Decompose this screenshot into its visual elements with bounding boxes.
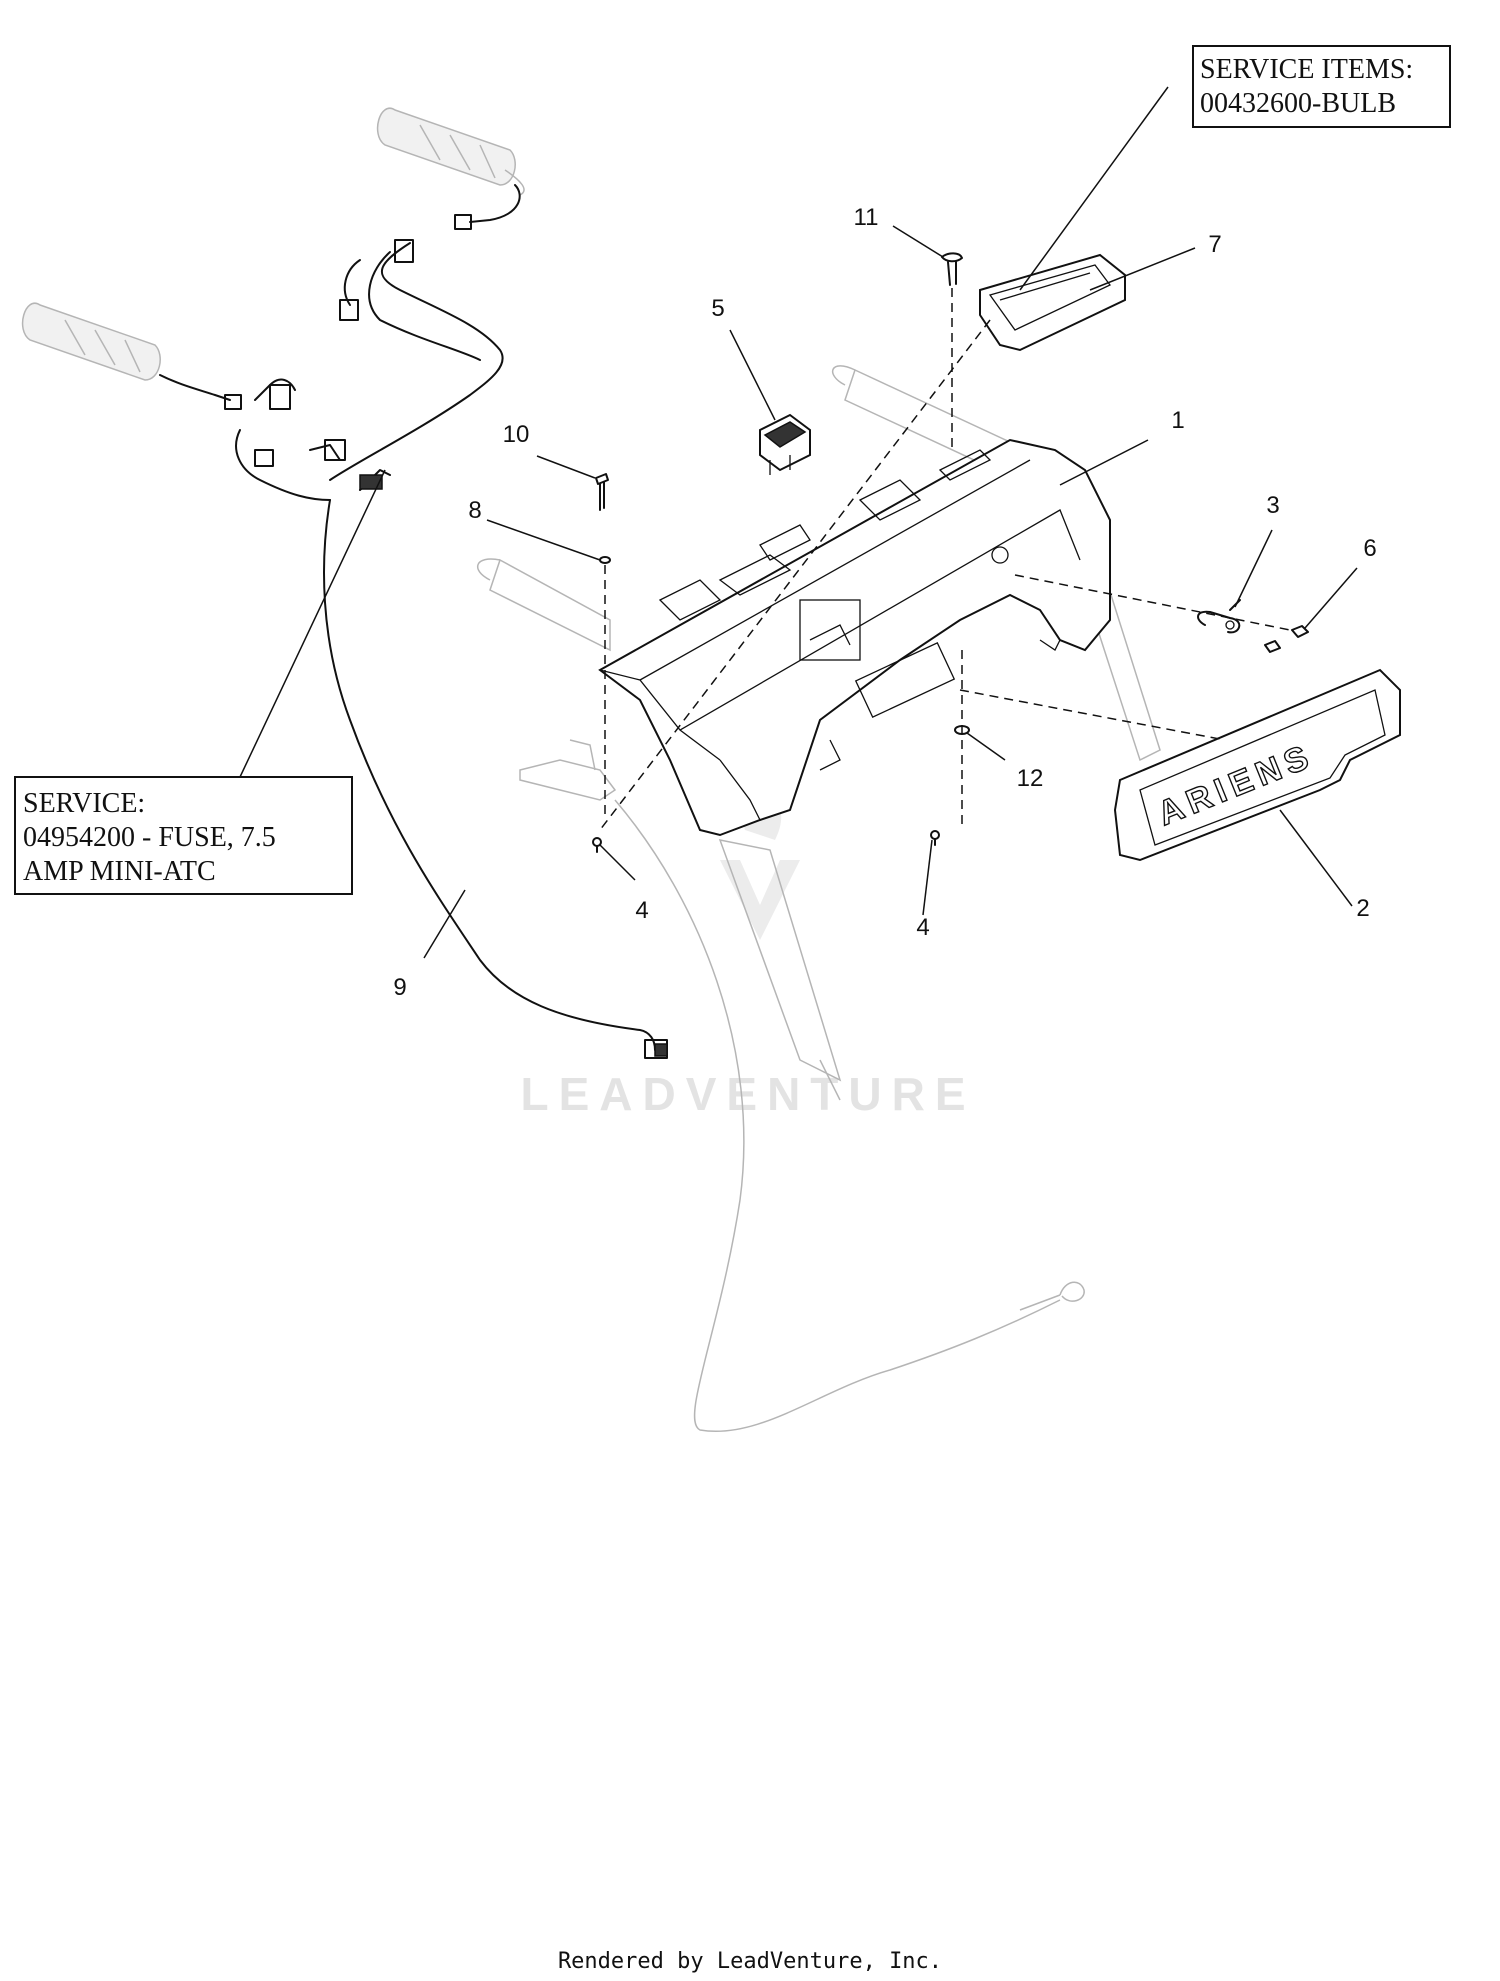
washer-part-8 <box>599 556 611 564</box>
screw-part-10 <box>595 473 609 511</box>
service-fuse-line1: SERVICE: <box>23 788 145 819</box>
callout-7: 7 <box>1208 231 1221 258</box>
control-cable-ghost <box>614 799 1061 1432</box>
leader-lines <box>239 86 1358 959</box>
nut-part-6 <box>1264 625 1309 653</box>
service-fuse-box: SERVICE: 04954200 - FUSE, 7.5 AMP MINI-A… <box>14 776 353 895</box>
screw-part-11 <box>941 252 963 286</box>
clip-part-3 <box>1197 599 1241 634</box>
service-items-line2: 00432600-BULB <box>1200 88 1396 119</box>
rocker-switch <box>759 413 811 475</box>
callout-1: 1 <box>1171 407 1184 434</box>
heated-grip-upper <box>376 107 525 196</box>
screw-part-4-left <box>592 837 602 853</box>
callout-4-left: 4 <box>635 897 648 924</box>
callout-2: 2 <box>1356 895 1369 922</box>
light-assembly <box>979 253 1126 352</box>
callout-12: 12 <box>1017 765 1044 792</box>
callout-11: 11 <box>854 204 879 231</box>
callout-8: 8 <box>468 497 481 524</box>
callout-6: 6 <box>1363 535 1376 562</box>
heated-grip-lower <box>21 302 161 381</box>
wiring-harness <box>159 184 668 1059</box>
callout-10: 10 <box>503 421 530 448</box>
service-fuse-line3: AMP MINI-ATC <box>23 856 216 887</box>
service-fuse-line2: 04954200 - FUSE, 7.5 <box>23 822 276 853</box>
lever-ghost <box>519 739 617 801</box>
callout-numbers: 1 2 3 4 4 5 6 7 8 9 10 11 12 <box>393 204 1376 1001</box>
service-items-line1: SERVICE ITEMS: <box>1200 54 1413 85</box>
ariens-panel: ARIENS <box>1113 668 1401 862</box>
assembly-lines <box>599 288 1291 831</box>
callout-5: 5 <box>711 295 724 322</box>
callout-4-right: 4 <box>916 914 929 941</box>
watermark-text: LEADVENTURE <box>520 1068 975 1120</box>
callout-9: 9 <box>393 974 406 1001</box>
dash-panel <box>598 438 1111 837</box>
callout-3: 3 <box>1266 492 1279 519</box>
screw-part-4-right <box>930 830 940 846</box>
footer-credit: Rendered by LeadVenture, Inc. <box>558 1949 942 1974</box>
service-items-box: SERVICE ITEMS: 00432600-BULB <box>1192 45 1451 128</box>
